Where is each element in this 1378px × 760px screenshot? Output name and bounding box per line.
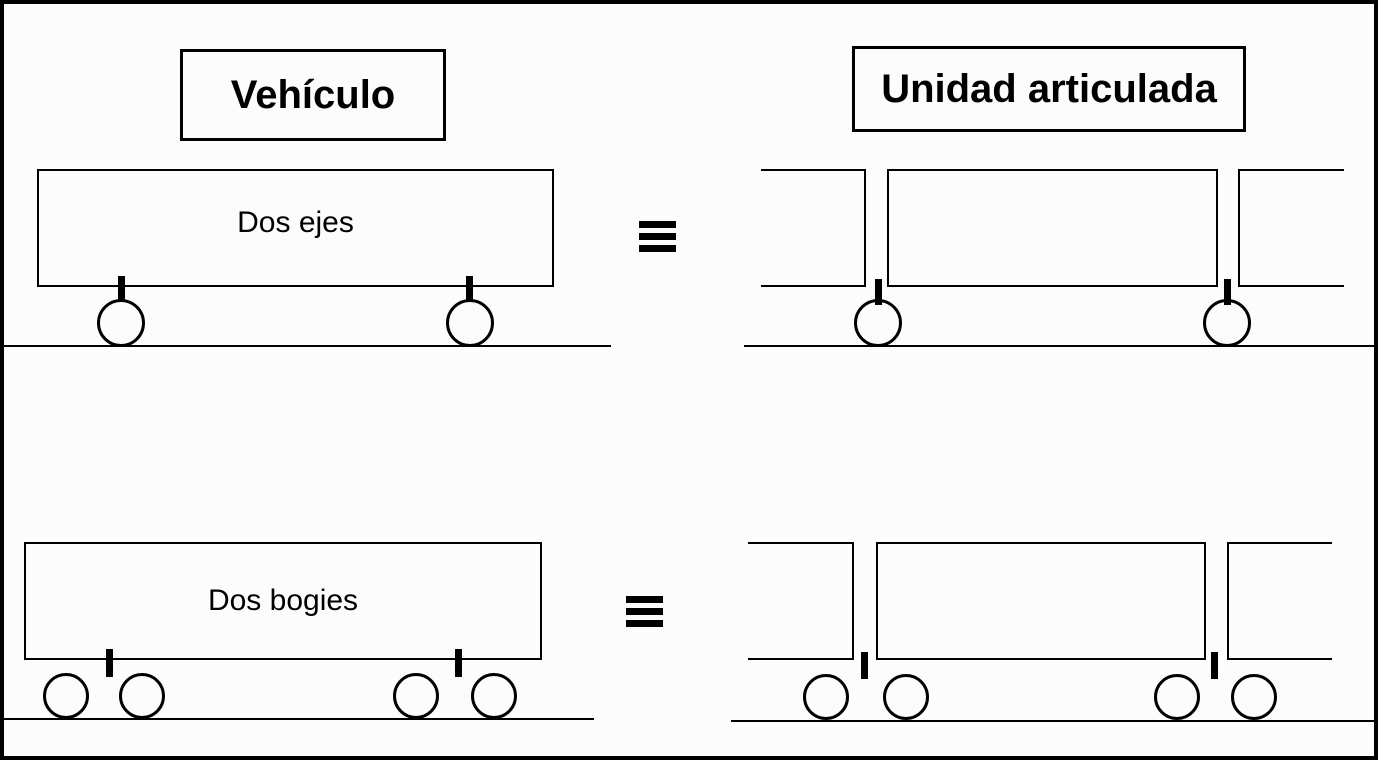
ground-line <box>731 720 1374 722</box>
shared-bogie-wheel <box>803 674 849 720</box>
wheel <box>43 673 89 719</box>
equivalence-bar <box>626 596 663 603</box>
bogie-pivot-mark <box>455 649 462 677</box>
shared-wheel <box>1203 299 1251 347</box>
ground-line <box>4 345 611 347</box>
equivalence-bar <box>639 245 676 252</box>
vehicle-title-label: Vehículo <box>230 72 396 117</box>
equivalence-bar <box>626 608 663 615</box>
wheel <box>446 299 494 347</box>
equivalence-bar <box>639 221 676 228</box>
ground-line <box>4 718 594 720</box>
car-body-stub-right <box>1238 169 1344 287</box>
car-body-middle <box>887 169 1218 287</box>
shared-bogie-wheel <box>1154 674 1200 720</box>
shared-bogie-wheel <box>883 674 929 720</box>
articulation-pivot-mark <box>875 279 882 305</box>
articulation-pivot-mark <box>1211 652 1218 679</box>
equivalence-icon: ≡ <box>639 221 676 252</box>
shared-wheel <box>854 299 902 347</box>
car-body-stub-left <box>761 169 866 287</box>
two-bogie-label: Dos bogies <box>207 584 359 617</box>
equivalence-bar <box>639 233 676 240</box>
car-body-middle <box>876 542 1206 660</box>
wheel <box>119 673 165 719</box>
wheel <box>97 299 145 347</box>
car-body-stub-left <box>748 542 854 660</box>
axle-mark <box>118 276 125 302</box>
articulation-pivot-mark <box>861 652 868 679</box>
articulated-unit-title-label: Unidad articulada <box>881 66 1217 111</box>
articulated-unit-title-box: Unidad articulada <box>852 46 1246 132</box>
articulation-pivot-mark <box>1224 279 1231 305</box>
ground-line <box>744 345 1374 347</box>
axle-mark <box>466 276 473 302</box>
two-axle-body-box: Dos ejes <box>37 169 554 287</box>
bogie-pivot-mark <box>106 649 113 677</box>
two-axle-label: Dos ejes <box>237 206 354 239</box>
vehicle-title-box: Vehículo <box>180 49 446 141</box>
equivalence-bar <box>626 620 663 627</box>
car-body-stub-right <box>1227 542 1332 660</box>
wheel <box>471 673 517 719</box>
two-bogie-body-box: Dos bogies <box>24 542 542 660</box>
equivalence-icon: ≡ <box>626 596 663 627</box>
shared-bogie-wheel <box>1231 674 1277 720</box>
wheel <box>393 673 439 719</box>
